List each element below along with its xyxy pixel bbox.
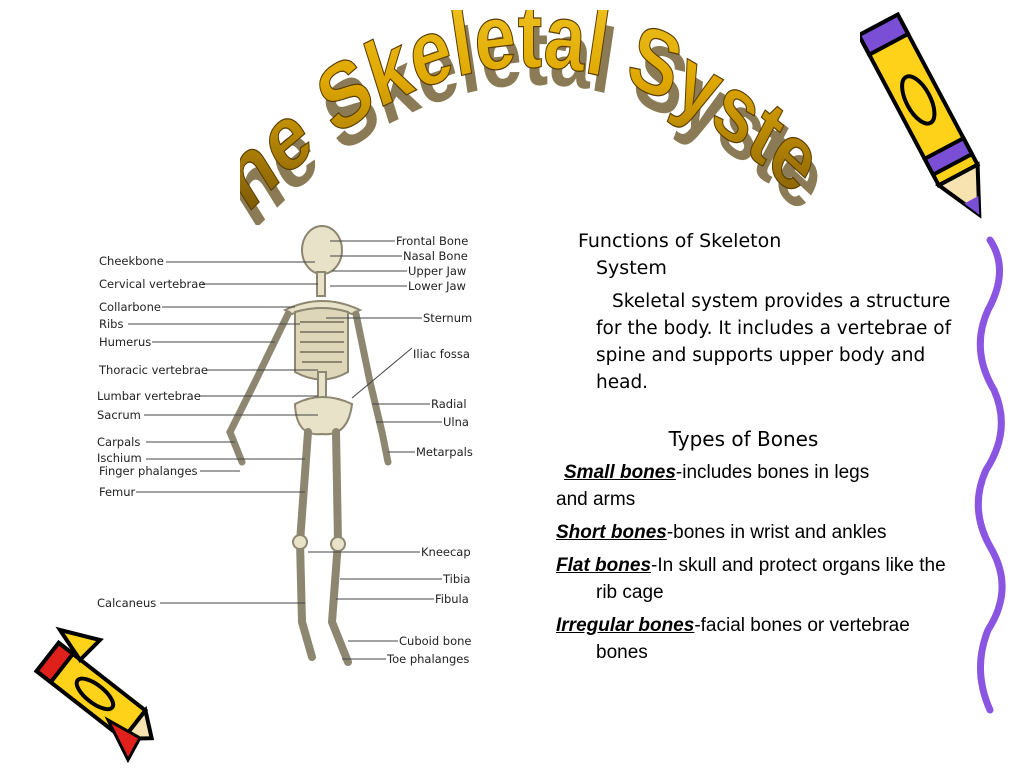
bone-item-flat: Flat bones-In skull and protect organs l… bbox=[556, 552, 956, 606]
skeleton-body-icon bbox=[226, 225, 392, 666]
label-lower-jaw: Lower Jaw bbox=[408, 279, 466, 293]
bone-item-irregular: Irregular bones-facial bones or vertebra… bbox=[556, 612, 956, 666]
skeleton-diagram: Cheekbone Cervical vertebrae Collarbone … bbox=[90, 222, 480, 682]
label-fibula: Fibula bbox=[435, 592, 469, 606]
label-lumbar-vertebrae: Lumbar vertebrae bbox=[97, 389, 201, 403]
title-text: The Skeletal System bbox=[240, 10, 820, 225]
functions-body-rest: structure for the body. It includes a ve… bbox=[596, 291, 952, 393]
label-cervical-vertebrae: Cervical vertebrae bbox=[99, 277, 205, 291]
label-radial: Radial bbox=[431, 397, 467, 411]
label-toe-phalanges: Toe phalanges bbox=[386, 652, 469, 666]
functions-heading-line1: Functions of Skeleton bbox=[578, 230, 782, 252]
functions-heading-line2: System bbox=[596, 257, 667, 279]
squiggle-decoration-icon bbox=[974, 236, 1006, 714]
bone-desc-small-2: and arms bbox=[556, 489, 636, 510]
label-femur: Femur bbox=[99, 485, 136, 499]
text-content: Functions of Skeleton System Skeletal sy… bbox=[556, 228, 956, 672]
label-upper-jaw: Upper Jaw bbox=[408, 264, 466, 278]
label-thoracic-vertebrae: Thoracic vertebrae bbox=[98, 363, 208, 377]
label-ribs: Ribs bbox=[99, 317, 123, 331]
crayons-bottom-left-icon bbox=[33, 626, 155, 764]
label-sacrum: Sacrum bbox=[97, 408, 141, 422]
label-humerus: Humerus bbox=[99, 335, 151, 349]
label-iliac-fossa: Iliac fossa bbox=[413, 347, 470, 361]
label-ischium: Ischium bbox=[97, 451, 142, 465]
label-finger-phalanges: Finger phalanges bbox=[99, 464, 198, 478]
label-carpals: Carpals bbox=[97, 435, 140, 449]
functions-heading: Functions of Skeleton System bbox=[578, 228, 956, 282]
bone-desc-small: -includes bones in legs bbox=[675, 462, 870, 483]
label-nasal-bone: Nasal Bone bbox=[403, 249, 468, 263]
functions-body-first: Skeletal system provides a bbox=[612, 291, 861, 312]
functions-body: Skeletal system provides a structure for… bbox=[596, 288, 956, 396]
bone-term-short: Short bones bbox=[556, 522, 667, 543]
bone-item-small: Small bones-includes bones in legs and a… bbox=[556, 459, 956, 513]
bone-desc-flat: -In skull and protect organs like the ri… bbox=[596, 555, 946, 603]
label-sternum: Sternum bbox=[423, 311, 472, 325]
slide-title: The Skeletal System The Skeletal System bbox=[205, 0, 842, 247]
label-calcaneus: Calcaneus bbox=[97, 596, 156, 610]
bone-term-irregular: Irregular bones bbox=[556, 615, 695, 636]
bone-term-flat: Flat bones bbox=[556, 555, 652, 576]
label-ulna: Ulna bbox=[443, 415, 469, 429]
bone-item-short: Short bones-bones in wrist and ankles bbox=[556, 519, 956, 546]
crayon-top-right-icon bbox=[860, 11, 982, 219]
bone-desc-short: -bones in wrist and ankles bbox=[666, 522, 887, 543]
label-cuboid-bone: Cuboid bone bbox=[399, 634, 472, 648]
types-heading: Types of Bones bbox=[668, 427, 819, 451]
label-frontal-bone: Frontal Bone bbox=[396, 234, 468, 248]
label-cheekbone: Cheekbone bbox=[99, 254, 164, 268]
label-metarpals: Metarpals bbox=[416, 445, 473, 459]
label-collarbone: Collarbone bbox=[99, 300, 161, 314]
bone-term-small: Small bones bbox=[564, 462, 676, 483]
label-kneecap: Kneecap bbox=[421, 545, 471, 559]
bone-desc-irregular: -facial bones or vertebrae bones bbox=[596, 615, 910, 663]
label-tibia: Tibia bbox=[442, 572, 470, 586]
